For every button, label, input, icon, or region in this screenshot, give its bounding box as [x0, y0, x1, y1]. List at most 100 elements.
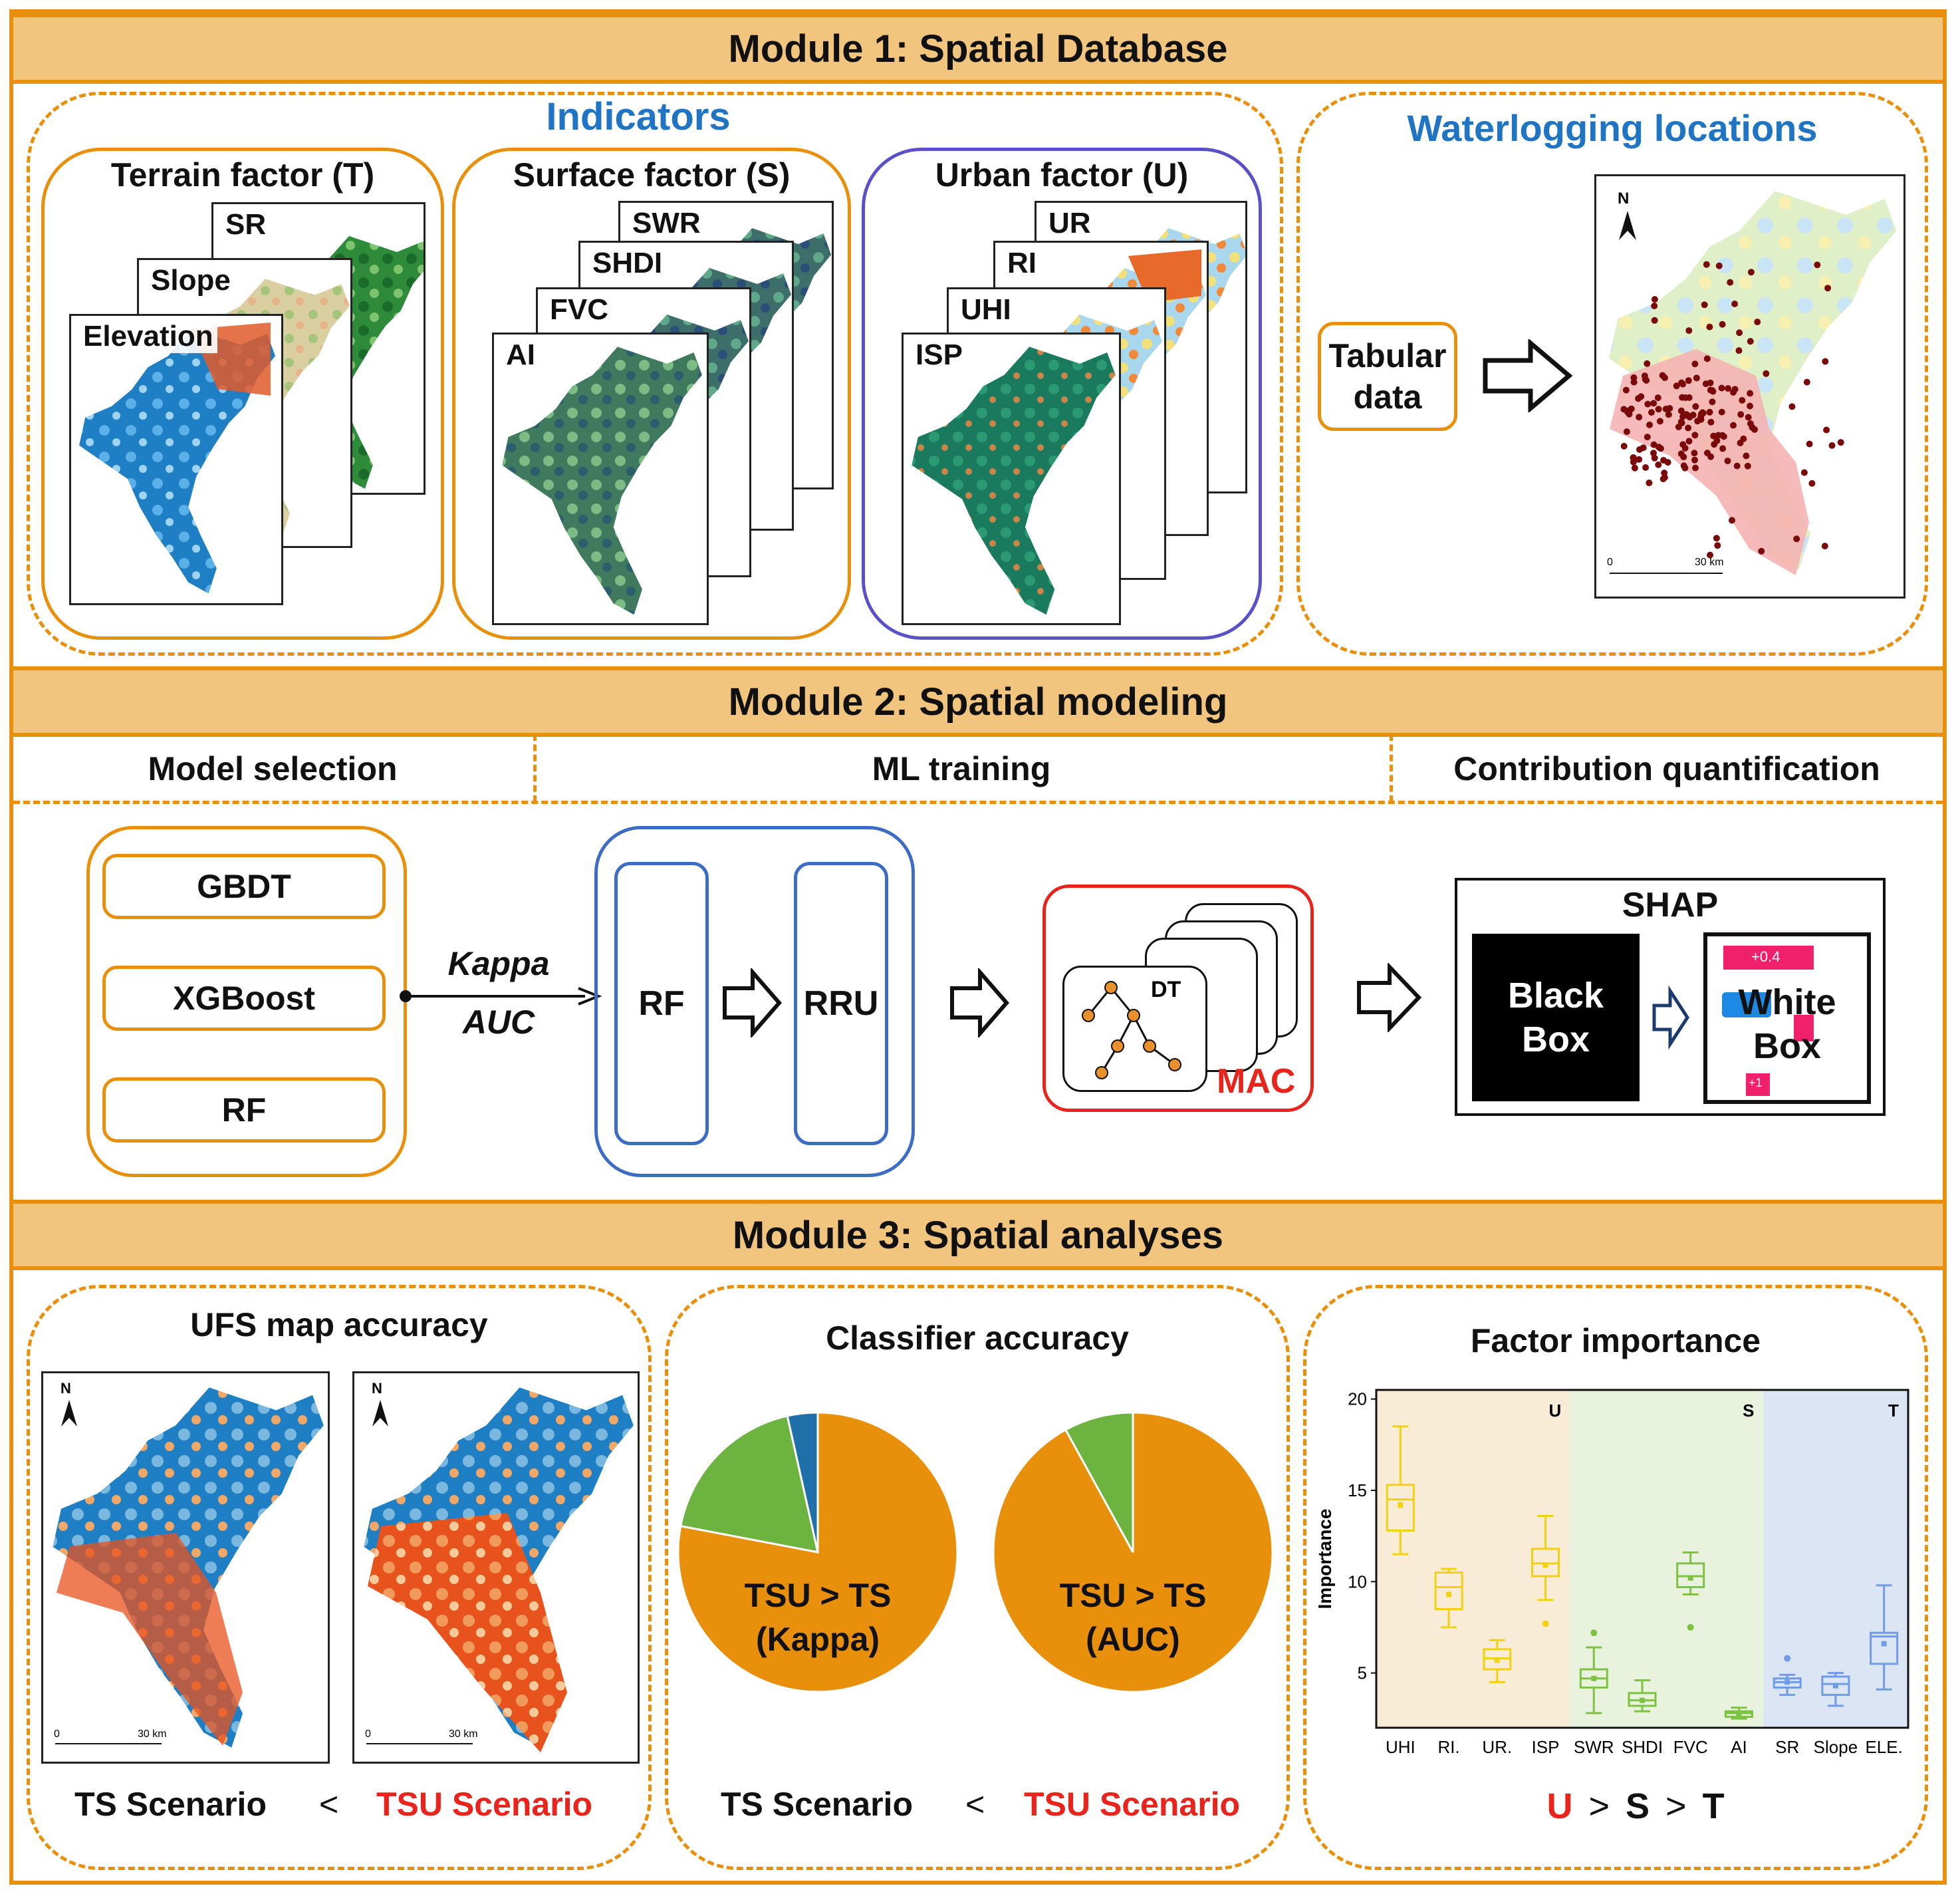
layer-label-shdi: SHDI: [588, 247, 667, 280]
waterlogging-point: [1656, 418, 1663, 425]
mac-box: [1042, 884, 1314, 1112]
north-arrow-icon: [1619, 211, 1636, 240]
pie-auc-line1: TSU > TS: [1059, 1577, 1207, 1614]
waterlogging-point: [1650, 400, 1657, 407]
waterlogging-point: [1691, 360, 1699, 368]
summary-gt1: >: [1588, 1786, 1610, 1826]
rru-block: RRU: [794, 862, 888, 1145]
waterlogging-point: [1681, 464, 1689, 472]
waterlogging-point: [1800, 469, 1808, 476]
terrain-factor-box: [41, 148, 444, 640]
waterlogging-point: [1707, 551, 1713, 559]
auc-slice-1: [1064, 1411, 1134, 1553]
shap-bar-positive-3: [1746, 1073, 1770, 1096]
waterlogging-point: [1638, 393, 1645, 400]
waterlogging-point: [1714, 542, 1721, 549]
mean-marker: [1832, 1683, 1838, 1689]
waterlogging-point: [1715, 432, 1722, 439]
waterlogging-point: [1718, 408, 1725, 416]
waterlogging-point: [1713, 437, 1721, 444]
pie-chart-auc: [992, 1411, 1274, 1693]
waterlogging-point: [1737, 440, 1744, 447]
waterlogging-point: [1644, 360, 1651, 367]
waterlogging-point: [1709, 388, 1717, 395]
classifier-ts-scenario: TS Scenario: [721, 1786, 913, 1823]
summary-s: S: [1625, 1786, 1650, 1826]
x-tick-label: RI.: [1437, 1737, 1459, 1757]
black-to-white-arrow-icon: [1652, 986, 1689, 1049]
waterlogging-point: [1691, 450, 1698, 457]
rf-block: RF: [614, 862, 709, 1145]
layer-label-sr: SR: [221, 208, 271, 241]
x-tick-label: SR: [1775, 1737, 1799, 1757]
to-shap-arrow-icon: [1357, 963, 1422, 1032]
waterlogging-point: [1685, 377, 1692, 384]
waterlogging-point: [1824, 285, 1832, 292]
factor-importance-group: [1303, 1285, 1928, 1870]
waterlogging-point: [1788, 403, 1796, 410]
waterlogging-point: [1654, 394, 1661, 402]
layer-label-ur: UR: [1044, 207, 1095, 240]
mean-marker: [1494, 1657, 1500, 1663]
waterlogging-point: [1691, 432, 1699, 439]
waterlogging-point: [1735, 347, 1743, 354]
waterlogging-point: [1706, 408, 1713, 416]
ts-scenario-map: N 0 30 km: [41, 1371, 330, 1764]
scale-zero: 0: [1607, 557, 1613, 568]
section-divider-2: [1390, 734, 1393, 802]
waterlogging-point: [1725, 385, 1732, 392]
waterlogging-point: [1758, 547, 1765, 555]
waterlogging-point: [1731, 301, 1739, 307]
pie-auc-line2: (AUC): [1086, 1621, 1180, 1658]
module2-title: Module 2: Spatial modeling: [728, 680, 1228, 724]
shap-title: SHAP: [1622, 886, 1719, 924]
waterlogging-point: [1763, 370, 1770, 377]
waterlogging-point: [1747, 402, 1753, 410]
waterlogging-point: [1730, 422, 1737, 429]
section-contribution: Contribution quantification: [1453, 750, 1880, 787]
waterlogging-point: [1675, 424, 1682, 430]
group-bg-U: [1376, 1390, 1570, 1728]
rf-to-rru-arrow-icon: [723, 968, 782, 1037]
group-label-U: U: [1549, 1401, 1562, 1421]
white-box-line1: White: [1738, 982, 1836, 1022]
waterlogging-point: [1808, 479, 1816, 487]
mean-marker: [1446, 1591, 1452, 1597]
mean-marker: [1542, 1562, 1548, 1568]
waterlogging-point: [1718, 384, 1725, 392]
shap-val2: +1: [1749, 1076, 1763, 1089]
waterlogging-point: [1685, 327, 1693, 335]
ts-scale-bar: [55, 1743, 162, 1744]
ufs-title: UFS map accuracy: [190, 1306, 488, 1343]
tabular-line2: data: [1353, 378, 1422, 416]
waterlogging-point: [1651, 303, 1658, 309]
waterlogging-point: [1713, 535, 1720, 542]
waterlogging-point: [1729, 517, 1735, 524]
metric-kappa: Kappa: [447, 945, 550, 982]
layer-label-slope: Slope: [147, 264, 235, 297]
x-tick-label: ELE.: [1865, 1737, 1902, 1757]
ts-north-label: N: [61, 1380, 71, 1397]
kappa-slice-1: [679, 1415, 819, 1554]
pie-kappa-label: TSU > TS (Kappa): [698, 1569, 937, 1665]
y-tick-label: 10: [1348, 1571, 1367, 1591]
mean-marker: [1881, 1641, 1887, 1647]
waterlogging-point: [1703, 261, 1710, 268]
section-header-divider: [13, 801, 1943, 804]
module3-title-band: Module 3: Spatial analyses: [13, 1200, 1943, 1270]
black-box-line2: Box: [1521, 1019, 1590, 1059]
waterlogging-point: [1737, 411, 1745, 418]
tsu-scale-zero: 0: [365, 1728, 371, 1740]
waterlogging-point: [1682, 394, 1689, 401]
waterlogging-point: [1719, 445, 1727, 452]
waterlogging-point: [1828, 442, 1836, 449]
waterlogging-point: [1736, 329, 1743, 337]
layer-label-elevation: Elevation: [79, 320, 217, 353]
waterlogging-point: [1823, 426, 1830, 434]
classifier-accuracy-group: [665, 1285, 1290, 1870]
waterlogging-point: [1636, 414, 1643, 421]
waterlogging-group: [1296, 92, 1928, 656]
waterlogging-point: [1624, 408, 1631, 416]
waterlogging-point: [1650, 441, 1657, 448]
map-layer-ai: AI: [492, 333, 709, 625]
